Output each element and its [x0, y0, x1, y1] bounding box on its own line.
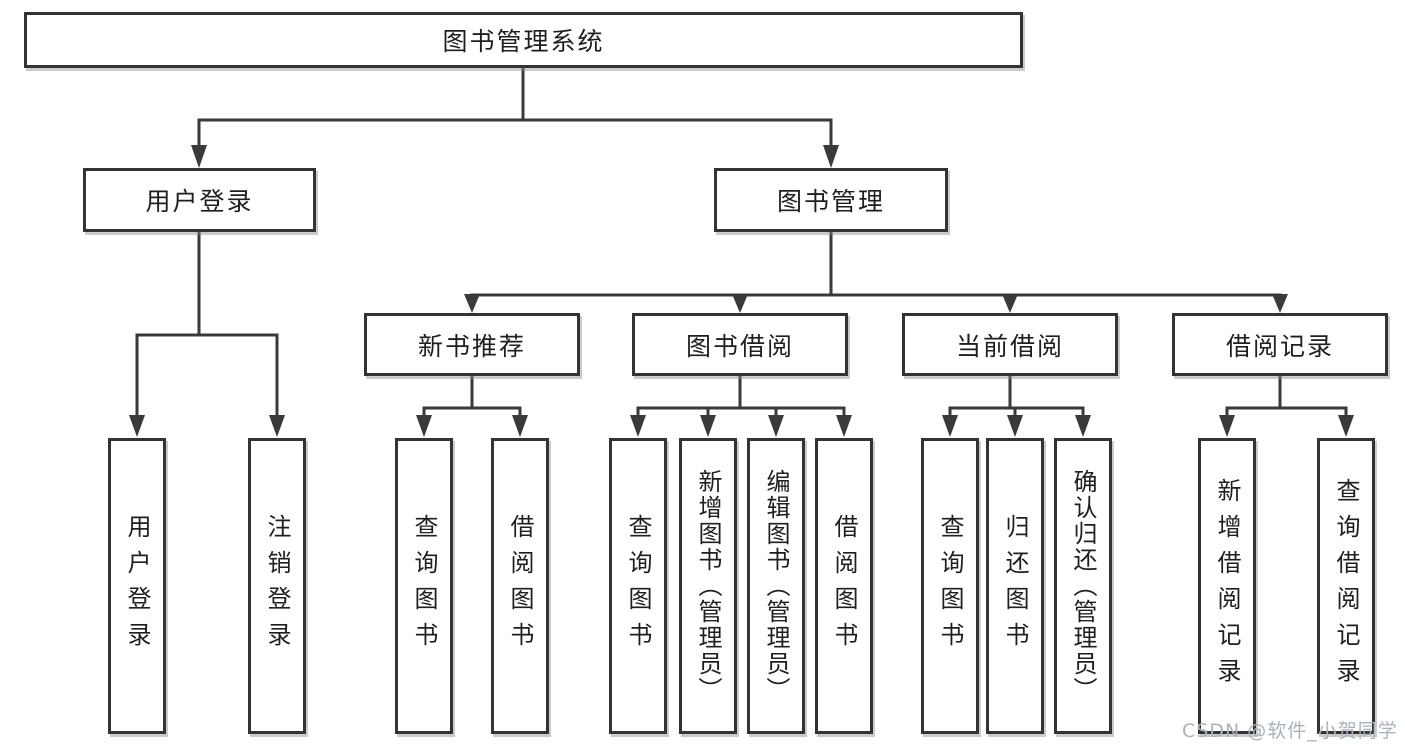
node-label: 查询图书 [936, 514, 964, 658]
node-book-management: 图书管理 [714, 168, 948, 232]
arrow-down-icon [129, 415, 145, 437]
leaf-query-books-recommend: 查询图书 [395, 438, 453, 734]
leaf-add-book-admin: 新增图书（管理员） [679, 438, 737, 734]
watermark: CSDN @软件_小贺同学 [1182, 720, 1398, 742]
arrow-down-icon [1075, 415, 1091, 437]
arrow-down-icon [836, 415, 852, 437]
arrow-down-icon [732, 294, 748, 313]
node-label: 当前借阅 [955, 331, 1064, 361]
node-label: 用户登录 [145, 187, 254, 216]
arrowheads [129, 145, 1354, 437]
arrow-down-icon [1002, 294, 1018, 313]
node-label: 新增图书（管理员） [694, 469, 722, 703]
node-label: 图书管理系统 [442, 27, 605, 56]
node-book-borrow: 图书借阅 [632, 313, 848, 376]
node-label: 注销登录 [263, 514, 291, 658]
node-label: 查询借阅记录 [1332, 478, 1360, 694]
arrow-down-icon [823, 145, 839, 168]
arrow-down-icon [1007, 415, 1023, 437]
node-current-borrow: 当前借阅 [902, 313, 1118, 376]
arrow-down-icon [768, 415, 784, 437]
node-label: 借阅记录 [1225, 331, 1334, 361]
node-label: 查询图书 [410, 514, 438, 658]
leaf-edit-book-admin: 编辑图书（管理员） [747, 438, 805, 734]
leaf-query-borrow-record: 查询借阅记录 [1317, 438, 1375, 734]
arrow-down-icon [269, 415, 285, 437]
leaf-add-borrow-record: 新增借阅记录 [1198, 438, 1256, 734]
node-label: 归还图书 [1001, 514, 1029, 658]
node-new-book-recommend: 新书推荐 [364, 313, 580, 376]
arrow-down-icon [630, 415, 646, 437]
node-label: 新增借阅记录 [1213, 478, 1241, 694]
arrow-down-icon [700, 415, 716, 437]
arrow-down-icon [416, 415, 432, 437]
node-borrow-records: 借阅记录 [1172, 313, 1388, 376]
node-user-login: 用户登录 [83, 168, 316, 232]
leaf-query-books-current: 查询图书 [921, 438, 979, 734]
leaf-user-login: 用户登录 [108, 438, 166, 734]
node-label: 借阅图书 [830, 514, 858, 658]
leaf-return-book: 归还图书 [986, 438, 1044, 734]
node-label: 新书推荐 [417, 331, 526, 361]
arrow-down-icon [512, 415, 528, 437]
leaf-query-books-borrow: 查询图书 [609, 438, 667, 734]
node-label: 图书借阅 [685, 331, 794, 361]
node-label: 借阅图书 [506, 514, 534, 658]
node-label: 图书管理 [776, 187, 885, 216]
arrow-down-icon [191, 145, 207, 168]
node-library-management-system: 图书管理系统 [24, 12, 1023, 68]
leaf-confirm-return-admin: 确认归还（管理员） [1054, 438, 1112, 734]
node-label: 编辑图书（管理员） [762, 469, 790, 703]
arrow-down-icon [1272, 294, 1288, 313]
node-label: 用户登录 [123, 514, 151, 658]
leaf-borrow-books: 借阅图书 [815, 438, 873, 734]
arrow-down-icon [464, 294, 480, 313]
arrow-down-icon [1219, 415, 1235, 437]
arrow-down-icon [942, 415, 958, 437]
node-label: 确认归还（管理员） [1069, 469, 1097, 703]
node-label: 查询图书 [624, 514, 652, 658]
leaf-borrow-books-recommend: 借阅图书 [491, 438, 549, 734]
arrow-down-icon [1338, 415, 1354, 437]
leaf-logout: 注销登录 [248, 438, 306, 734]
